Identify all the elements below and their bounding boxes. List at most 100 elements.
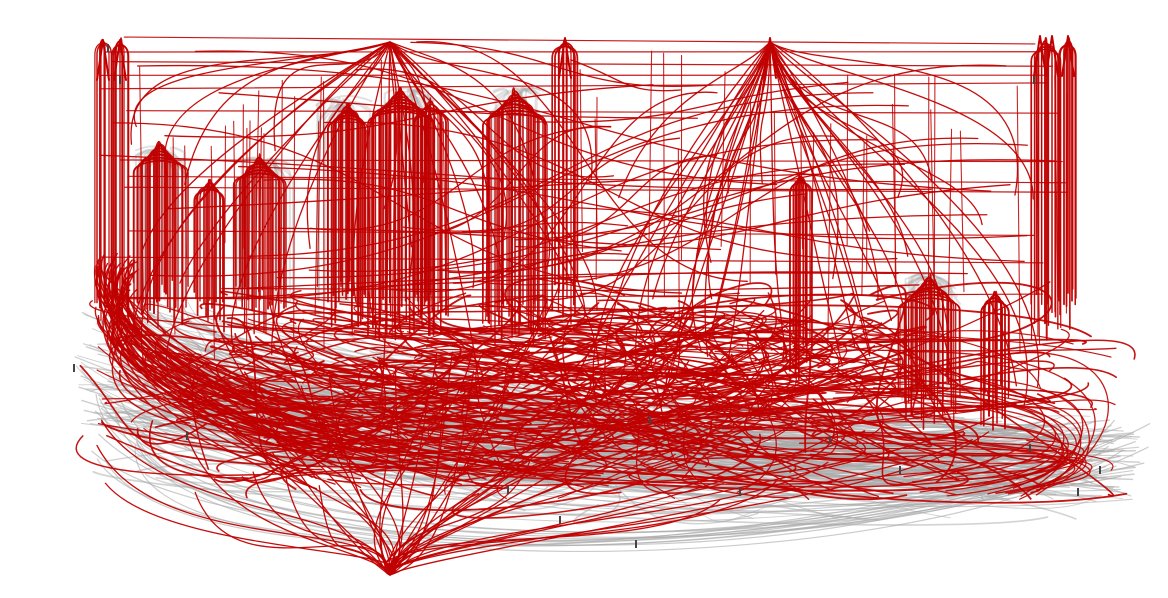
- context-edge: [383, 87, 435, 302]
- highlighted-edge: [113, 267, 495, 426]
- highlighted-edge: [164, 84, 654, 138]
- highlighted-edge: [257, 127, 263, 293]
- highlighted-edge: [271, 41, 391, 356]
- highlighted-edge: [769, 41, 879, 301]
- highlighted-edge: [714, 350, 1046, 478]
- highlighted-edge: [293, 96, 296, 339]
- highlighted-edge: [383, 348, 757, 406]
- highlighted-edge: [410, 41, 714, 88]
- highlighted-edge: [194, 50, 778, 186]
- context-edge: [92, 470, 1049, 526]
- highlighted-edge: [433, 322, 883, 396]
- context-edge: [91, 446, 1149, 540]
- highlighted-edge: [391, 91, 397, 340]
- node-layer: [73, 44, 1101, 548]
- highlighted-edge: [712, 322, 1087, 345]
- highlighted-edge: [683, 344, 744, 489]
- highlighted-edge: [128, 230, 1035, 236]
- graph-node: [1077, 488, 1079, 496]
- highlighted-edge: [100, 419, 391, 576]
- highlighted-edge: [1061, 35, 1075, 77]
- highlighted-edge: [389, 41, 534, 178]
- highlighted-edge: [389, 41, 505, 309]
- highlighted-edge: [576, 320, 798, 351]
- graph-node: [559, 516, 561, 524]
- highlighted-edge: [353, 330, 734, 376]
- highlighted-edge: [103, 303, 407, 452]
- highlighted-edge: [930, 109, 935, 299]
- highlighted-edge: [735, 425, 1091, 488]
- highlighted-edge: [352, 41, 391, 303]
- highlighted-edge: [558, 37, 572, 79]
- highlighted-edge: [663, 52, 666, 298]
- highlighted-edge: [647, 50, 653, 320]
- highlighted-edge: [309, 125, 612, 231]
- highlighted-edge: [93, 265, 537, 478]
- highlighted-edge: [389, 41, 413, 248]
- graph-node: [635, 540, 637, 548]
- graph-node: [1033, 76, 1035, 84]
- highlighted-edge: [594, 118, 598, 254]
- highlighted-edge: [535, 81, 849, 123]
- highlighted-edge: [226, 317, 300, 473]
- highlighted-edge: [707, 41, 771, 300]
- highlighted-edge: [130, 41, 391, 348]
- highlighted-edge: [769, 41, 1017, 387]
- highlighted-edge: [213, 312, 393, 576]
- highlighted-edge: [327, 429, 867, 487]
- highlighted-edge: [242, 104, 244, 249]
- highlighted-edge: [798, 442, 1060, 480]
- highlighted-edge: [383, 41, 398, 210]
- context-edge: [904, 272, 957, 401]
- highlighted-edge: [326, 117, 369, 312]
- highlighted-edge: [238, 165, 1028, 240]
- highlighted-edge: [120, 339, 824, 404]
- highlighted-edge: [366, 129, 371, 245]
- highlighted-edge: [485, 147, 490, 321]
- highlighted-edge: [233, 120, 237, 308]
- highlighted-edge: [579, 69, 584, 253]
- highlighted-edge: [800, 134, 804, 250]
- graph-node: [73, 364, 75, 372]
- highlighted-edge: [100, 82, 1048, 90]
- highlighted-edge: [97, 346, 336, 435]
- highlighted-edge: [389, 41, 598, 311]
- highlighted-edge: [769, 41, 1034, 200]
- highlighted-edge: [255, 90, 260, 251]
- highlighted-edge: [769, 41, 933, 183]
- highlighted-edge: [316, 76, 322, 288]
- context-edge: [399, 92, 435, 302]
- highlighted-edge: [705, 41, 771, 229]
- highlighted-edge: [314, 121, 320, 316]
- highlighted-edge: [280, 79, 283, 304]
- context-edge: [543, 402, 868, 485]
- highlighted-edge: [402, 221, 629, 232]
- highlighted-edge: [491, 206, 1025, 263]
- highlighted-edge: [451, 433, 761, 519]
- highlighted-edge: [836, 325, 927, 350]
- highlighted-edge: [247, 318, 1112, 358]
- highlighted-edge: [589, 330, 1074, 438]
- highlighted-edge: [194, 491, 391, 576]
- highlighted-edge: [552, 336, 680, 377]
- highlighted-edge: [720, 71, 726, 247]
- graph-node: [829, 436, 831, 444]
- highlighted-edge: [721, 428, 1085, 480]
- highlighted-edge: [1065, 93, 1068, 314]
- highlighted-edge: [355, 68, 615, 178]
- graph-node: [507, 486, 509, 494]
- highlighted-edge: [123, 36, 1036, 45]
- highlighted-edge: [112, 263, 618, 481]
- highlighted-edge: [308, 163, 906, 272]
- highlighted-edge: [514, 304, 1092, 338]
- highlighted-edge: [332, 114, 366, 297]
- highlighted-edge: [323, 121, 898, 260]
- highlighted-edge: [1054, 74, 1059, 298]
- context-edge: [343, 98, 356, 302]
- highlighted-edge: [96, 39, 110, 81]
- highlighted-edge: [763, 37, 777, 79]
- highlighted-edge: [199, 303, 650, 416]
- highlighted-edge: [392, 356, 437, 438]
- highlighted-edge: [389, 41, 415, 287]
- highlighted-edge: [726, 322, 839, 457]
